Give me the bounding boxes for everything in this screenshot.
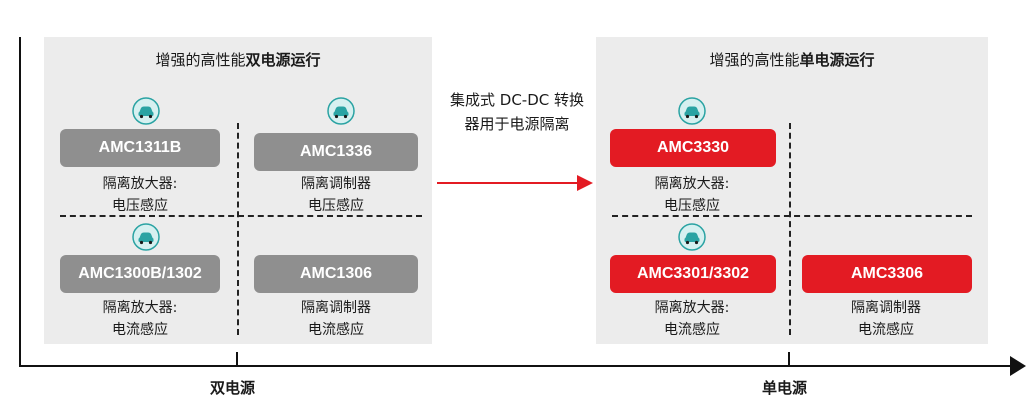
- chip-sensing: 电流感应: [112, 322, 168, 338]
- transition-arrowhead: [577, 175, 593, 191]
- chip-amc3306: AMC3306: [802, 255, 972, 293]
- chip-function: 隔离放大器:: [102, 300, 178, 316]
- panel-title: 增强的高性能单电源运行: [596, 49, 988, 70]
- chip-amc3301-3302: AMC3301/3302: [610, 255, 776, 293]
- dual-supply-panel: 增强的高性能双电源运行 AMC1311B 隔离放大器: 电压感应 AMC1336…: [44, 37, 432, 344]
- single-supply-panel: 增强的高性能单电源运行 AMC3330 隔离放大器: 电压感应 AMC3301/…: [596, 37, 988, 344]
- chip-amc1306: AMC1306: [254, 255, 418, 293]
- chip-sensing: 电流感应: [858, 322, 914, 338]
- car-icon: [678, 223, 706, 251]
- note-line-2: 器用于电源隔离: [464, 115, 570, 133]
- chip-sensing: 电压感应: [664, 198, 720, 214]
- panel-title-prefix: 增强的高性能: [155, 51, 246, 69]
- chip-description: 隔离调制器 电流感应: [276, 297, 396, 341]
- x-axis-tick-dual: [236, 352, 238, 366]
- chip-description: 隔离放大器: 电流感应: [80, 297, 200, 341]
- panel-title-bold: 双电源运行: [245, 51, 321, 69]
- car-icon: [132, 97, 160, 125]
- car-icon: [327, 97, 355, 125]
- panel-title-bold: 单电源运行: [799, 51, 875, 69]
- chip-amc3330: AMC3330: [610, 129, 776, 167]
- chip-sensing: 电压感应: [112, 198, 168, 214]
- note-line-1: 集成式 DC-DC 转换: [450, 91, 584, 109]
- chip-function: 隔离放大器:: [654, 176, 730, 192]
- chip-description: 隔离放大器: 电压感应: [632, 173, 752, 217]
- chip-function: 隔离调制器: [851, 300, 921, 316]
- car-icon: [132, 223, 160, 251]
- chip-description: 隔离调制器 电流感应: [826, 297, 946, 341]
- x-axis-arrowhead: [1010, 356, 1026, 376]
- car-icon: [678, 97, 706, 125]
- chip-amc1311b: AMC1311B: [60, 129, 220, 167]
- chip-description: 隔离放大器: 电压感应: [80, 173, 200, 217]
- chip-sensing: 电流感应: [308, 322, 364, 338]
- panel-title: 增强的高性能双电源运行: [44, 49, 432, 70]
- x-axis-label-single: 单电源: [762, 379, 808, 397]
- panel-divider-horizontal: [612, 215, 972, 217]
- y-axis-line: [19, 37, 21, 367]
- chip-amc1300b-1302: AMC1300B/1302: [60, 255, 220, 293]
- dcdc-integration-note: 集成式 DC-DC 转换 器用于电源隔离: [437, 88, 597, 136]
- chip-amc1336: AMC1336: [254, 133, 418, 171]
- x-axis-line: [19, 365, 1012, 367]
- chip-function: 隔离放大器:: [102, 176, 178, 192]
- chip-function: 隔离调制器: [301, 176, 371, 192]
- chip-function: 隔离放大器:: [654, 300, 730, 316]
- panel-divider-horizontal: [60, 215, 422, 217]
- chip-description: 隔离放大器: 电流感应: [632, 297, 752, 341]
- x-axis-label-dual: 双电源: [210, 379, 256, 397]
- x-axis-tick-single: [788, 352, 790, 366]
- chip-sensing: 电压感应: [308, 198, 364, 214]
- transition-arrow-shaft: [437, 182, 579, 184]
- panel-title-prefix: 增强的高性能: [709, 51, 800, 69]
- panel-divider-vertical: [237, 123, 239, 335]
- panel-divider-vertical: [789, 123, 791, 335]
- chip-description: 隔离调制器 电压感应: [276, 173, 396, 217]
- chip-function: 隔离调制器: [301, 300, 371, 316]
- chip-sensing: 电流感应: [664, 322, 720, 338]
